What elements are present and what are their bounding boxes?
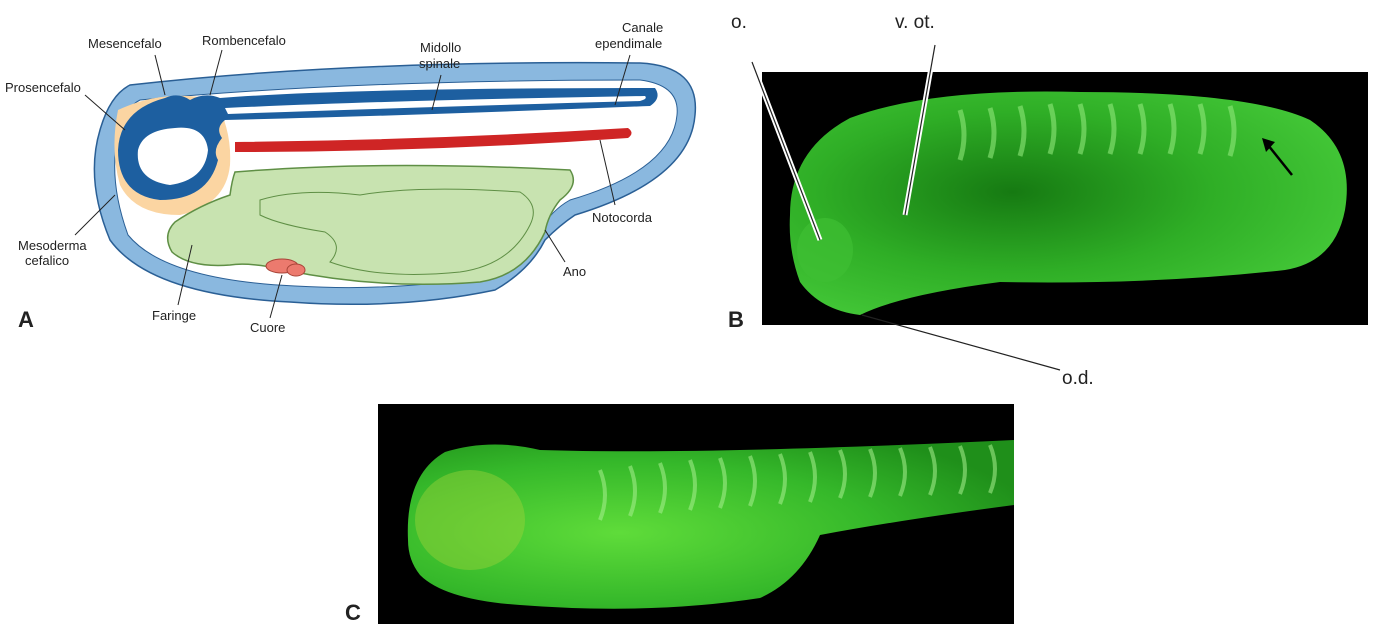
label-prosencefalo: Prosencefalo <box>5 80 81 95</box>
label-midollo-line1: Midollo <box>420 40 461 55</box>
label-ano: Ano <box>563 264 586 279</box>
label-notocorda: Notocorda <box>592 210 653 225</box>
label-o-d: o.d. <box>1062 368 1094 389</box>
label-midollo-line2: spinale <box>419 56 460 71</box>
label-mesoderma-line1: Mesoderma <box>18 238 87 253</box>
label-faringe: Faringe <box>152 308 196 323</box>
label-canale-line2: ependimale <box>595 36 662 51</box>
label-cuore: Cuore <box>250 320 285 335</box>
label-mesencefalo: Mesencefalo <box>88 36 162 51</box>
panel-letter-c: C <box>345 600 361 625</box>
panel-letter-b: B <box>728 307 744 332</box>
label-mesoderma-line2: cefalico <box>25 253 69 268</box>
panel-c-image: C <box>345 404 1014 625</box>
panel-b-image: o. v. ot. o.d. B <box>728 12 1368 389</box>
label-o: o. <box>731 12 747 33</box>
label-canale-line1: Canale <box>622 20 663 35</box>
label-rombencefalo: Rombencefalo <box>202 33 286 48</box>
panel-letter-a: A <box>18 307 34 332</box>
panel-a-diagram: Mesencefalo Rombencefalo Midollo spinale… <box>5 20 695 335</box>
label-v-ot: v. ot. <box>895 12 935 33</box>
